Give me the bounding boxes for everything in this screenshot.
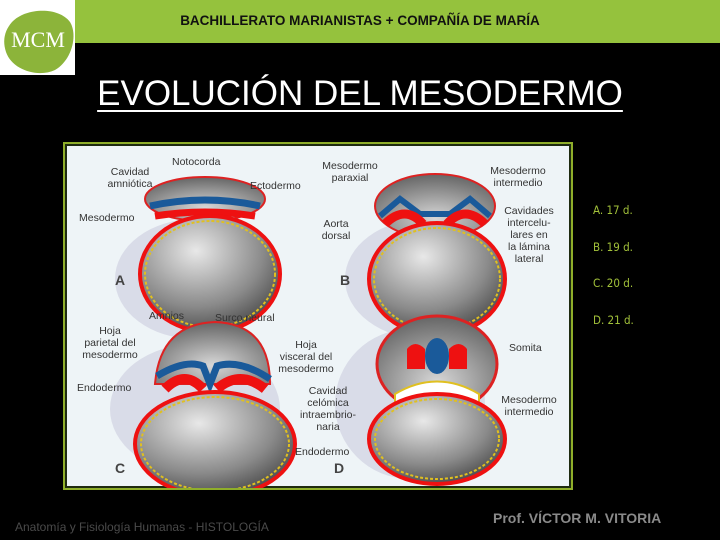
answer-list: A. 17 d. B. 19 d. C. 20 d. D. 21 d. — [593, 203, 634, 349]
label-line: mesodermo — [82, 349, 138, 361]
slide-title: EVOLUCIÓN DEL MESODERMO — [97, 74, 623, 113]
label-cavidad-amniotica: Cavidad amniótica — [105, 166, 155, 190]
label-line: amniótica — [107, 178, 153, 190]
label-line: Cavidad — [308, 385, 348, 397]
label-cavidades-intercelulares: Cavidades intercelu- lares en la lámina … — [502, 205, 556, 265]
label-line: lateral — [514, 253, 544, 265]
label-aorta-dorsal: Aorta dorsal — [318, 218, 354, 242]
answer-a: A. 17 d. — [593, 203, 633, 217]
label-line: intermedio — [504, 406, 554, 418]
label-endodermo-d: Endodermo — [295, 446, 350, 458]
label-line: mesodermo — [278, 363, 334, 375]
panel-label-c: C — [115, 460, 126, 476]
label-hoja-parietal: Hoja parietal del mesodermo — [79, 325, 141, 361]
label-ectodermo: Ectodermo — [250, 180, 301, 192]
label-surco-neural: Surco neural — [215, 312, 275, 324]
header-bar — [75, 0, 720, 43]
logo: MCM — [0, 0, 75, 75]
answer-c: C. 20 d. — [593, 276, 634, 290]
panel-d-embryo — [335, 314, 507, 486]
label-line: Cavidad — [110, 166, 150, 178]
label-line: parietal del — [84, 337, 136, 349]
label-line: naria — [316, 421, 340, 433]
label-somita: Somita — [509, 342, 542, 354]
answer-b: B. 19 d. — [593, 239, 633, 254]
panel-label-a: A — [115, 272, 126, 288]
svg-text:MCM: MCM — [11, 27, 65, 52]
label-line: Mesodermo — [501, 394, 557, 406]
label-line: dorsal — [321, 230, 351, 242]
label-amnios: Amnios — [149, 310, 185, 322]
label-endodermo-c: Endodermo — [77, 382, 132, 394]
label-notocorda: Notocorda — [172, 156, 221, 168]
label-line: Hoja — [99, 325, 121, 337]
label-line: celómica — [307, 397, 349, 409]
panel-label-b: B — [340, 272, 351, 288]
footer-course: Anatomía y Fisiología Humanas - HISTOLOG… — [15, 520, 269, 534]
label-line: visceral del — [279, 351, 333, 363]
label-mesodermo: Mesodermo — [79, 212, 135, 224]
label-line: Cavidades — [504, 205, 554, 217]
label-line: lares en — [510, 229, 548, 241]
label-line: Mesodermo — [490, 165, 546, 177]
label-hoja-visceral: Hoja visceral del mesodermo — [274, 339, 338, 375]
label-mesodermo-intermedio-d: Mesodermo intermedio — [497, 394, 561, 418]
label-line: Aorta — [323, 218, 349, 230]
panel-c-embryo — [110, 320, 297, 488]
label-line: Hoja — [295, 339, 317, 351]
label-line: intraembrio- — [299, 409, 357, 421]
panel-b-embryo — [345, 173, 507, 339]
panel-label-d: D — [334, 460, 345, 476]
label-line: paraxial — [331, 172, 369, 184]
label-line: intermedio — [493, 177, 543, 189]
mcm-logo-icon: MCM — [4, 10, 74, 74]
label-line: intercelu- — [507, 217, 551, 229]
label-line: Mesodermo — [322, 160, 378, 172]
header-title: BACHILLERATO MARIANISTAS + COMPAÑÍA DE M… — [180, 13, 540, 28]
answer-d: D. 21 d. — [593, 312, 634, 327]
footer-author: Prof. VÍCTOR M. VITORIA — [493, 510, 662, 526]
label-mesodermo-paraxial: Mesodermo paraxial — [320, 160, 380, 184]
label-mesodermo-intermedio-b: Mesodermo intermedio — [487, 165, 549, 189]
label-line: la lámina — [507, 241, 551, 253]
embryo-illustration — [110, 173, 507, 488]
label-cavidad-celomica: Cavidad celómica intraembrio- naria — [299, 385, 357, 433]
embryo-figure: Notocorda Cavidad amniótica Ectodermo Me… — [63, 142, 573, 490]
